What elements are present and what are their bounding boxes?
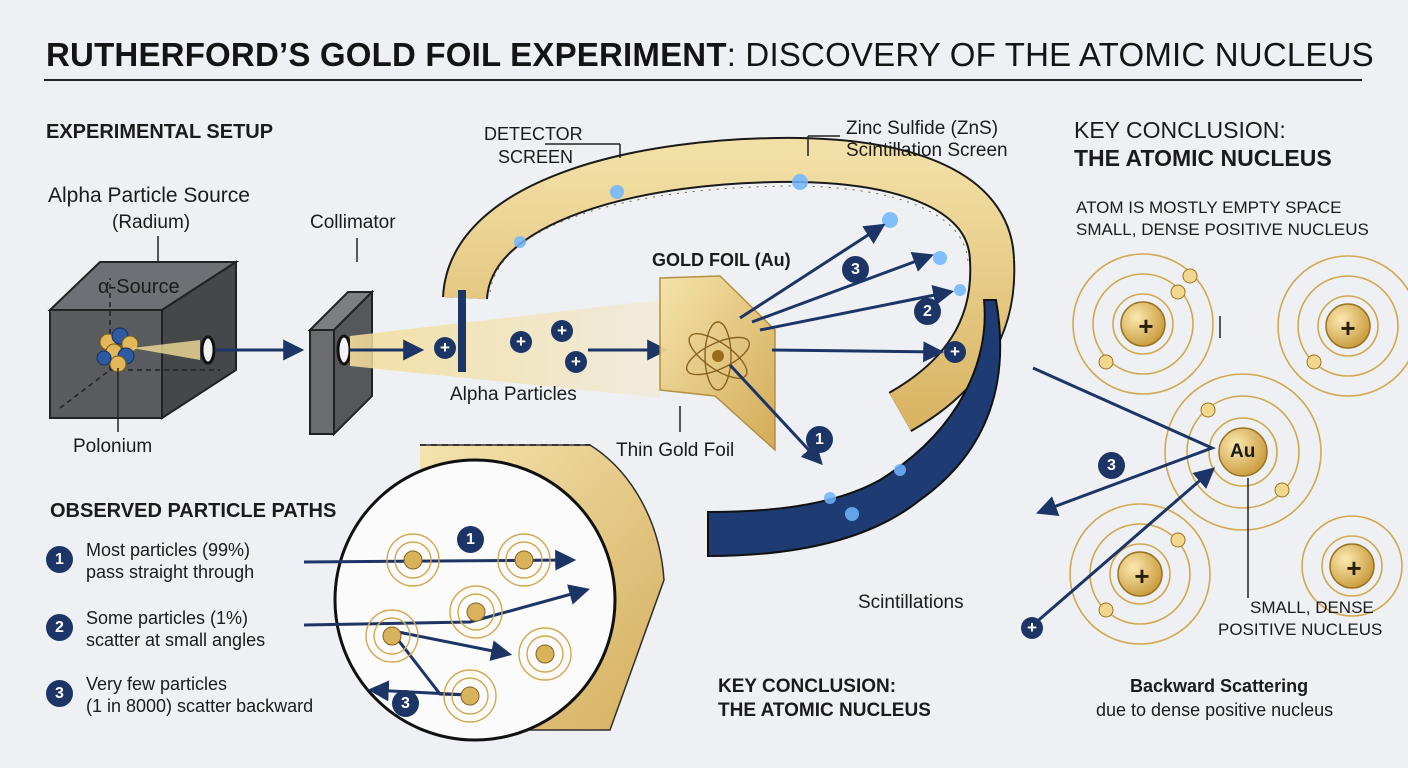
right-path-badge-3: 3: [1098, 452, 1125, 479]
title-bold: RUTHERFORD’S GOLD FOIL EXPERIMENT: [46, 36, 727, 73]
detector-ring: [442, 136, 1016, 558]
gold-foil-sheet: [659, 275, 776, 452]
alpha-beam: [350, 300, 660, 398]
title-rule: [44, 79, 1362, 81]
zoom-atom-orbit: [373, 617, 411, 655]
badge-3: 3: [46, 680, 73, 707]
alpha-particle: +: [510, 331, 532, 353]
magnified-foil-view: [333, 444, 665, 742]
alpha-particle: +: [565, 351, 587, 373]
zns-label-line2: Scintillation Screen: [846, 140, 1008, 161]
zoom-atom-orbit: [386, 533, 440, 587]
badge-1: 1: [46, 546, 73, 573]
zoom-atom-orbit: [394, 541, 432, 579]
zoom-atom-orbit: [518, 627, 572, 681]
zoom-atom-orbit: [505, 541, 543, 579]
zoom-atom-nucleus: [403, 550, 423, 570]
mostly-empty-space-note: ATOM IS MOSTLY EMPTY SPACE: [1076, 198, 1342, 217]
foil-path-badge-3: 3: [842, 256, 869, 283]
scintillations-label: Scintillations: [858, 592, 964, 613]
alpha-particles-label: Alpha Particles: [450, 384, 577, 405]
zoom-atom-nucleus: [460, 686, 480, 706]
scintillation-sparkles: [514, 174, 966, 521]
zoom-atom-nucleus: [535, 644, 555, 664]
au-nucleus-label: Au: [1230, 441, 1256, 462]
zoom-atom-nucleus: [514, 550, 534, 570]
observed-item-2-text: Some particles (1%)scatter at small angl…: [86, 608, 265, 651]
alpha-source-box-label: α-Source: [98, 276, 180, 298]
foil-path-badge-2: 2: [914, 298, 941, 325]
detector-label-line2: SCREEN: [498, 147, 574, 167]
title-light: : DISCOVERY OF THE ATOMIC NUCLEUS: [726, 36, 1374, 73]
bottom-conclusion-line2: THE ATOMIC NUCLEUS: [718, 700, 931, 721]
radium-cluster-icon: [96, 327, 139, 373]
nucleus-plus-sign: +: [1340, 313, 1356, 343]
zoom-atom-orbit: [365, 609, 419, 663]
right-conclusion-line1: KEY CONCLUSION:: [1074, 117, 1286, 143]
detector-label-line1: DETECTOR: [484, 124, 583, 144]
gold-foil-label: GOLD FOIL (Au): [652, 250, 791, 270]
observed-item-1-text: Most particles (99%)pass straight throug…: [86, 540, 254, 583]
thin-gold-foil-label: Thin Gold Foil: [616, 440, 735, 461]
nucleus-plus-sign: +: [1134, 561, 1150, 591]
zoom-path-badge-1: 1: [457, 526, 484, 553]
zoom-atom-orbit: [526, 635, 564, 673]
zoom-atom-nucleus: [466, 602, 486, 622]
alpha-particle: +: [434, 337, 456, 359]
polonium-label: Polonium: [73, 436, 153, 457]
alpha-source-title: Alpha Particle Source: [48, 184, 250, 207]
observed-item-2-line2: scatter at small angles: [86, 629, 266, 650]
nucleus-plus-sign: +: [1346, 553, 1362, 583]
foil-path-badge-1: 1: [806, 426, 833, 453]
alpha-particle: +: [551, 320, 573, 342]
right-conclusion-line2: THE ATOMIC NUCLEUS: [1074, 145, 1332, 171]
observed-item-2-line1: Some particles (1%): [86, 608, 249, 628]
atom-rings-right: [1069, 253, 1408, 645]
zoom-atom-orbit: [451, 677, 489, 715]
observed-item-3-line2: (1 in 8000) scatter backward: [86, 695, 314, 716]
observed-item-3-text: Very few particles(1 in 8000) scatter ba…: [86, 674, 313, 717]
alpha-particle: +: [944, 341, 966, 363]
small-dense-label-line1: SMALL, DENSE: [1250, 598, 1374, 617]
zoom-atom-orbit: [457, 593, 495, 631]
zoom-atom-orbit: [449, 585, 503, 639]
nucleus-plus-sign: +: [1138, 311, 1154, 341]
observed-paths-heading: OBSERVED PARTICLE PATHS: [50, 500, 337, 522]
observed-item-1-line2: pass straight through: [86, 561, 255, 582]
collimator-label: Collimator: [310, 212, 396, 233]
bottom-conclusion-line1: KEY CONCLUSION:: [718, 676, 897, 697]
zoom-atom-nucleus: [382, 626, 402, 646]
backward-scattering-title: Backward Scattering: [1130, 676, 1309, 696]
gold-foil-label-text: GOLD FOIL (Au): [652, 250, 791, 270]
badge-2: 2: [46, 614, 73, 641]
small-dense-nucleus-note: SMALL, DENSE POSITIVE NUCLEUS: [1076, 220, 1369, 239]
alpha-source-subtitle: (Radium): [112, 212, 191, 233]
observed-item-1-line1: Most particles (99%): [86, 540, 251, 560]
page-title: RUTHERFORD’S GOLD FOIL EXPERIMENT: DISCO…: [46, 36, 1374, 74]
alpha-particle: +: [1021, 617, 1043, 639]
zoom-path-badge-3: 3: [392, 690, 419, 717]
experimental-setup-heading: EXPERIMENTAL SETUP: [46, 121, 274, 143]
zoom-atom-orbit: [497, 533, 551, 587]
backward-scattering-sub: due to dense positive nucleus: [1096, 700, 1334, 720]
observed-item-3-line1: Very few particles: [86, 674, 228, 694]
zoom-atom-orbit: [443, 669, 497, 723]
small-dense-label-line2: POSITIVE NUCLEUS: [1218, 620, 1383, 639]
zns-label-line1: Zinc Sulfide (ZnS): [846, 118, 999, 139]
